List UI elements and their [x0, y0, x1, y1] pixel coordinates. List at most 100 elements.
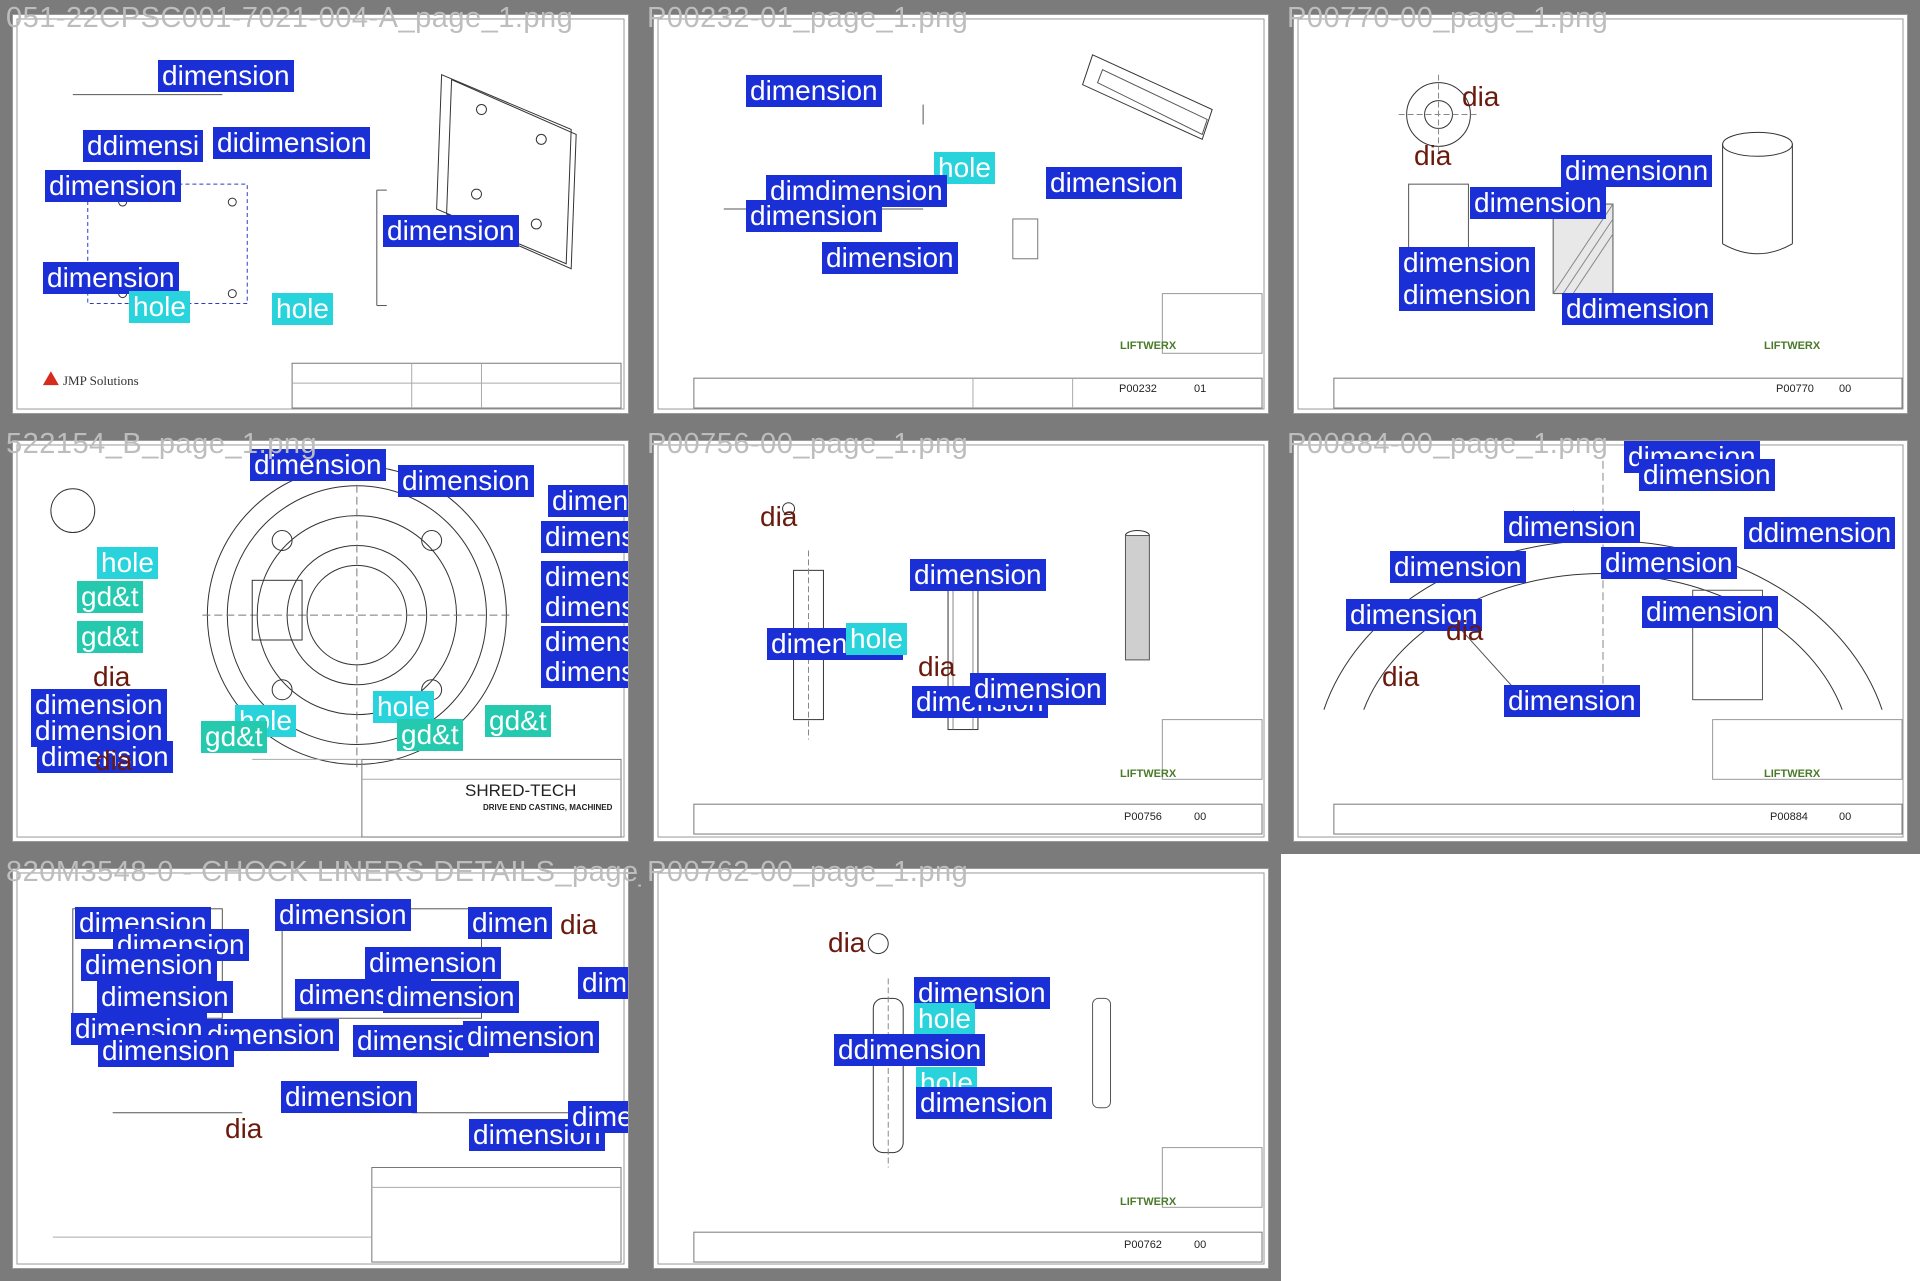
- part-number: P00232: [1119, 383, 1157, 395]
- liftwerx-logo: LIFTWERX: [1120, 340, 1177, 352]
- annotation-dimension: dimension: [81, 949, 217, 981]
- drawing-sheet: dimension dimension dimen dia dimension …: [12, 868, 629, 1269]
- drawing-sheet: LIFTWERX P00232 01 dimension hole dimens…: [653, 14, 1269, 414]
- annotation-gdt: gd&t: [77, 621, 143, 653]
- tile-filename: 522154_B_page_1.png: [6, 428, 318, 460]
- annotation-dia: dia: [828, 927, 866, 958]
- drawing-linework: [657, 872, 1265, 1265]
- annotation-hole: hole: [373, 691, 434, 723]
- annotation-dimension: dimensionn: [1561, 155, 1713, 187]
- annotation-dia: dia: [560, 909, 598, 940]
- shred-tech-logo: SHRED-TECH: [465, 781, 577, 800]
- drawing-sheet: JMP Solutions dimension ddimensi didimen…: [12, 14, 629, 414]
- drawing-tile-p00762: LIFTWERX P00762 00 dia dimension hole dd…: [641, 854, 1281, 1281]
- annotation-hole: hole: [914, 1003, 975, 1035]
- tile-filename: P00884-00_page_1.png: [1287, 428, 1609, 460]
- annotation-dimension: dimension: [541, 656, 628, 688]
- annotation-gdt: gd&t: [397, 719, 463, 751]
- tile-filename: P00770-00_page_1.png: [1287, 2, 1609, 34]
- tile-filename: P00756-00_page_1.png: [647, 428, 969, 460]
- part-number: P00770: [1776, 383, 1814, 395]
- annotation-dimension: dimension: [914, 977, 1050, 1009]
- annotation-dimension: dimension: [275, 899, 411, 931]
- annotation-dimension: dimension: [1390, 551, 1526, 583]
- annotation-dimension: dimension: [541, 521, 628, 553]
- drawing-sheet: SHRED-TECH DRIVE END CASTING, MACHINED d…: [12, 440, 629, 842]
- annotation-dimension: dimension: [541, 591, 628, 623]
- annotation-dimension: dimension: [1504, 685, 1640, 717]
- annotation-dimension: didimension: [213, 127, 371, 159]
- annotation-dimension: dimension: [31, 715, 167, 747]
- annotation-dimension: dimension: [281, 1081, 417, 1113]
- drawing-tile-051-22cpsc001: JMP Solutions dimension ddimensi didimen…: [0, 0, 641, 426]
- drawing-linework: [657, 444, 1265, 838]
- annotation-dia: dia: [760, 501, 798, 532]
- drawing-linework: [16, 18, 625, 410]
- drawing-sheet: LIFTWERX P00770 00 dia dia dimensionn di…: [1293, 14, 1908, 414]
- annotation-dimension: dimension: [45, 170, 181, 202]
- annotation-hole: hole: [934, 152, 995, 184]
- annotation-dimension: dimension: [1504, 511, 1640, 543]
- annotation-dimension: dimension: [1346, 599, 1482, 631]
- drawing-sheet: LIFTWERX P00884 00 dimension dimension d…: [1293, 440, 1908, 842]
- tile-filename: P00232-01_page_1.png: [647, 2, 969, 34]
- annotation-dimension: dimension: [541, 626, 628, 658]
- annotation-dimension: dimension: [463, 1021, 599, 1053]
- annotation-dimension: dimension: [1642, 596, 1778, 628]
- annotation-dimension: dimension: [383, 981, 519, 1013]
- annotation-dia: dia: [93, 661, 131, 692]
- liftwerx-logo: LIFTWERX: [1120, 1196, 1177, 1208]
- liftwerx-logo: LIFTWERX: [1120, 768, 1177, 780]
- annotation-dimension: dimension: [365, 947, 501, 979]
- annotation-dimension: dimension: [250, 449, 386, 481]
- part-number: P00884: [1770, 811, 1808, 823]
- annotation-dimension: dimension: [1399, 247, 1535, 279]
- drawing-tile-522154: SHRED-TECH DRIVE END CASTING, MACHINED d…: [0, 426, 641, 854]
- part-number: P00756: [1124, 811, 1162, 823]
- annotation-dimension: dimension: [822, 242, 958, 274]
- drawing-sheet: LIFTWERX P00756 00 dia dimension dimensi…: [653, 440, 1269, 842]
- annotation-dimension: dimension: [548, 485, 628, 517]
- tile-filename: 820M3548-0 - CHOCK LINERS DETAILS_page_1…: [6, 856, 641, 888]
- annotation-dimension: dimension: [98, 1035, 234, 1067]
- annotation-hole: hole: [272, 293, 333, 325]
- annotation-dimension: dimension: [746, 200, 882, 232]
- drawing-tile-p00756: LIFTWERX P00756 00 dia dimension dimensi…: [641, 426, 1281, 854]
- annotation-dimension: dimension: [97, 981, 233, 1013]
- annotation-dimension: dimension: [910, 559, 1046, 591]
- annotation-dimension: dimension: [398, 465, 534, 497]
- annotation-dia: dia: [1382, 661, 1420, 692]
- revision: 00: [1839, 383, 1852, 395]
- annotation-dimension: ddimension: [1744, 517, 1896, 549]
- annotation-dimension: ddimensi: [83, 130, 204, 162]
- liftwerx-logo: LIFTWERX: [1764, 768, 1821, 780]
- annotation-dimension: dimension: [970, 673, 1106, 705]
- drawing-linework: [16, 444, 625, 838]
- annotation-dia: dia: [918, 651, 956, 682]
- annotation-gdt: gd&t: [77, 581, 143, 613]
- drawing-linework: [1297, 444, 1904, 838]
- annotation-dimension: dimension: [383, 215, 519, 247]
- annotation-dimension: dimension: [1470, 187, 1606, 219]
- annotation-dimension: dimension: [578, 967, 628, 999]
- annotation-dimension: dimension: [746, 75, 882, 107]
- annotation-dimension: dimension: [1399, 279, 1535, 311]
- tile-filename: P00762-00_page_1.png: [647, 856, 969, 888]
- annotation-dimension: dimension: [568, 1101, 628, 1133]
- drawing-tile-p00770: LIFTWERX P00770 00 dia dia dimensionn di…: [1281, 0, 1920, 426]
- company-logo: JMP Solutions: [63, 373, 139, 388]
- drawing-title: DRIVE END CASTING, MACHINED: [483, 803, 613, 812]
- annotation-dia: dia: [1462, 81, 1500, 112]
- liftwerx-logo: LIFTWERX: [1764, 340, 1821, 352]
- annotation-dimension: ddimension: [834, 1034, 986, 1066]
- revision: 00: [1194, 811, 1207, 823]
- annotation-dia: dia: [1446, 615, 1484, 646]
- annotation-dimension: dimension: [916, 1087, 1052, 1119]
- drawing-tile-p00884: LIFTWERX P00884 00 dimension dimension d…: [1281, 426, 1920, 854]
- annotation-dimension: dimension: [37, 741, 173, 773]
- part-number: P00762: [1124, 1239, 1162, 1251]
- annotation-gdt: gd&t: [485, 705, 551, 737]
- revision: 01: [1194, 383, 1207, 395]
- drawing-tile-820m3548: dimension dimension dimen dia dimension …: [0, 854, 641, 1281]
- annotation-dimension: ddimension: [1562, 293, 1714, 325]
